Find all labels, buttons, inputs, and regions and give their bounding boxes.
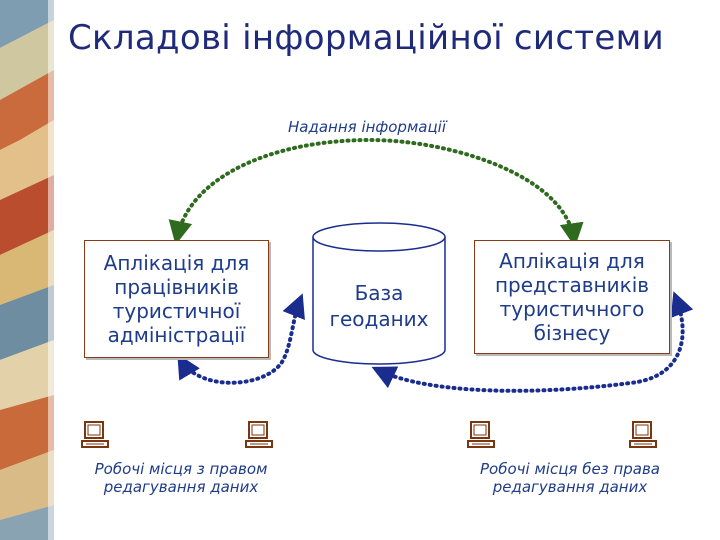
provision-label: Надання інформації (288, 118, 446, 136)
computer-icon (466, 420, 496, 450)
top-info-arrow (168, 137, 584, 248)
readonly-workstations-label: Робочі місця без права редагування даних (480, 460, 660, 496)
computer-icon (80, 420, 110, 450)
edit-workstations-label: Робочі місця з правом редагування даних (94, 460, 268, 496)
admin-app-label: Аплікація для працівників туристичної ад… (103, 251, 250, 347)
slide-title: Складові інформаційної системи (68, 18, 664, 58)
computer-icon (628, 420, 658, 450)
business-app-label: Аплікація для представників туристичного… (494, 249, 650, 345)
decorative-ornament-band (0, 0, 54, 540)
business-app-box: Аплікація для представників туристичного… (474, 240, 670, 354)
admin-app-box: Аплікація для працівників туристичної ад… (84, 240, 269, 358)
computer-icon (244, 420, 274, 450)
database-label: База геоданих (329, 281, 429, 331)
bottom-data-arrow (371, 291, 694, 393)
left-data-arrow (177, 293, 305, 385)
